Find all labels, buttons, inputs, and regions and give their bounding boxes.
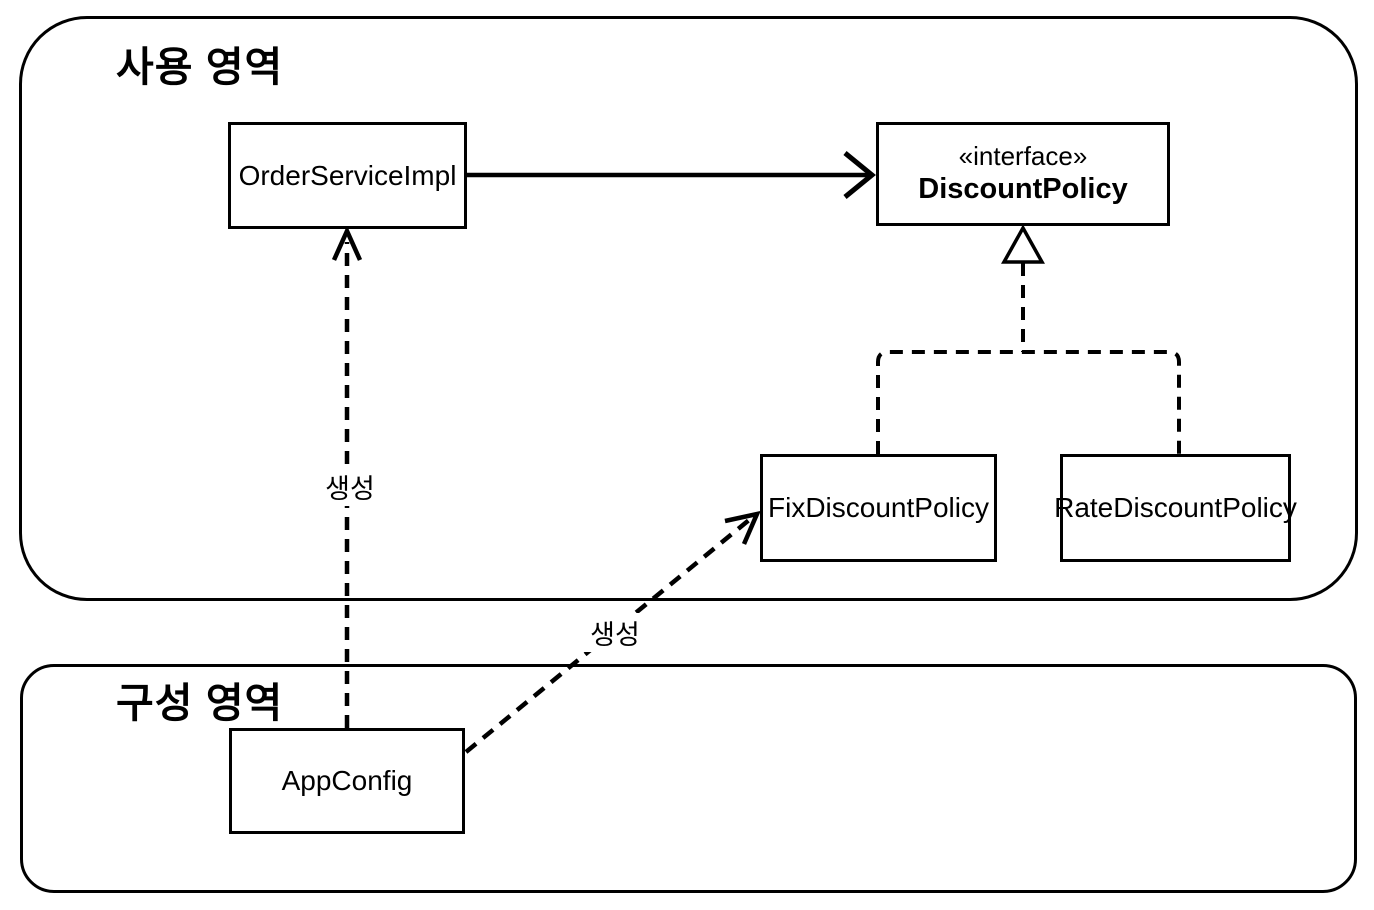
usage-area-title: 사용 영역 bbox=[116, 44, 284, 90]
association-arrow-orderservice-to-discountpolicy bbox=[467, 151, 876, 199]
node-rate-discount-policy-label: RateDiscountPolicy bbox=[1054, 492, 1297, 524]
node-rate-discount-policy: RateDiscountPolicy bbox=[1054, 454, 1297, 562]
node-discount-policy: «interface» DiscountPolicy bbox=[876, 122, 1170, 226]
node-app-config-label: AppConfig bbox=[281, 765, 413, 797]
config-area-container bbox=[20, 664, 1357, 893]
edge-label-create-fixdiscountpolicy: 생성 bbox=[581, 613, 649, 652]
node-app-config: AppConfig bbox=[229, 728, 465, 834]
node-fix-discount-policy-label: FixDiscountPolicy bbox=[768, 492, 989, 524]
node-order-service-impl: OrderServiceImpl bbox=[228, 122, 467, 229]
node-order-service-impl-label: OrderServiceImpl bbox=[238, 159, 457, 191]
node-discount-policy-label: DiscountPolicy bbox=[918, 173, 1128, 206]
node-discount-policy-stereotype: «interface» bbox=[958, 141, 1088, 171]
hollow-triangle-arrowhead bbox=[1001, 224, 1045, 264]
realization-lines-to-discountpolicy bbox=[876, 224, 1181, 454]
node-fix-discount-policy: FixDiscountPolicy bbox=[760, 454, 997, 562]
config-area-title: 구성 영역 bbox=[116, 680, 284, 726]
usage-area-container bbox=[19, 16, 1358, 601]
edge-label-create-orderservice: 생성 bbox=[314, 467, 386, 506]
